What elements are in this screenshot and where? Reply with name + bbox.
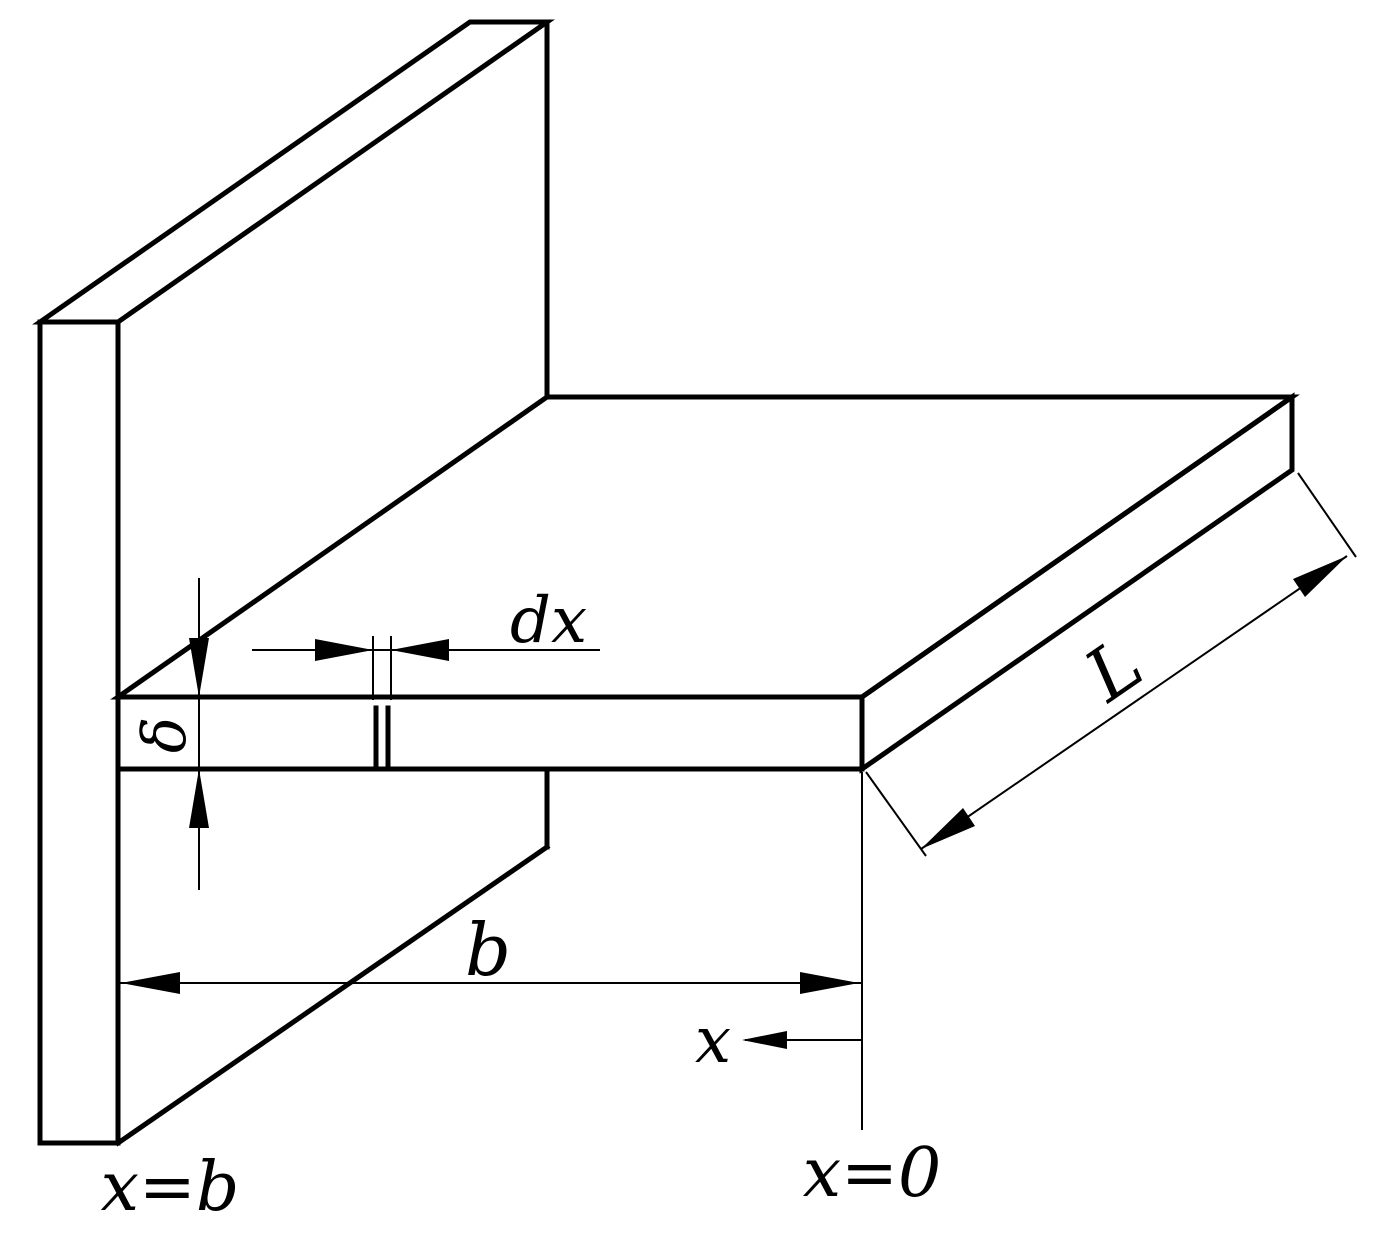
x-label: x [695,1004,731,1078]
L-extension-far [1297,472,1357,558]
L-extension-near [865,771,927,857]
dx-arrow-left [315,639,373,661]
fin-front-face [115,694,865,772]
b-label: b [465,908,511,992]
b-arrow-right [800,972,859,994]
wall-plate-top-edge [32,19,555,325]
L-arrow-near [921,808,975,849]
dx-label: dx [510,584,587,658]
x-equals-0-label: x=0 [803,1134,942,1213]
L-dimension-line [920,555,1348,850]
delta-arrow-top [189,638,209,697]
wall-plate-bottom-edge [114,843,551,1147]
L-arrow-far [1293,556,1347,597]
L-label: L [1069,621,1158,718]
x-direction-arrow [742,1031,787,1049]
delta-label: δ [130,717,200,753]
fin-side-face [859,392,1295,774]
wall-plate-front-face [37,319,121,1146]
b-arrow-left [121,972,180,994]
delta-arrow-bottom [189,769,209,828]
x-equals-b-label: x=b [101,1148,240,1227]
dx-arrow-right [391,639,449,661]
